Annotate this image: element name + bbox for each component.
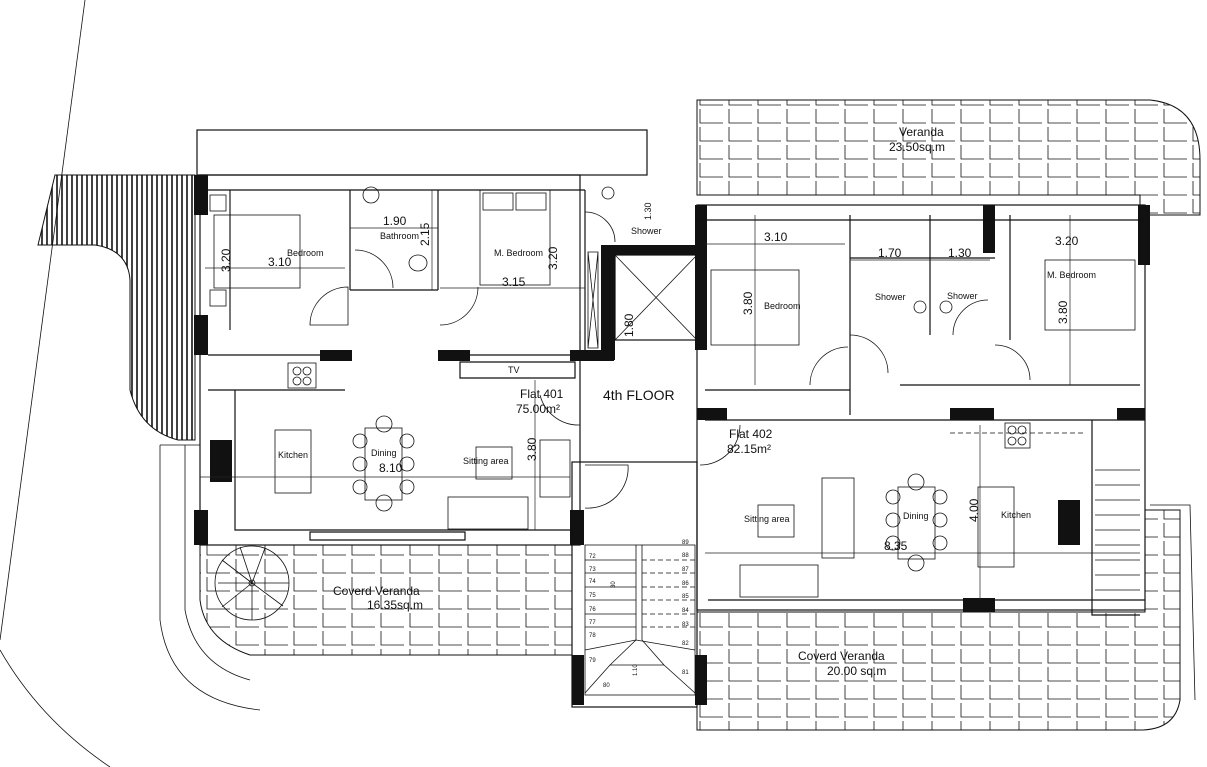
spiral-stair — [214, 545, 290, 621]
labels-flat-402: 3.10 3.80 Bedroom 1.70 1.30 Shower Showe… — [727, 125, 1096, 678]
site-boundary — [0, 0, 111, 767]
veranda-top-label: Veranda — [899, 125, 944, 139]
room-label-sitting-area: Sitting area — [463, 456, 509, 466]
hatched-terrace — [37, 174, 196, 441]
room-label-shower-1: Shower — [875, 292, 906, 302]
floor-title: 4th FLOOR — [603, 387, 675, 403]
stair-tread-dim: 30 — [611, 581, 617, 588]
step-number: 84 — [682, 608, 689, 614]
veranda-label: Coverd Veranda — [333, 584, 420, 598]
flat-401-walls — [194, 129, 701, 546]
veranda-top-area: 23.50sq.m — [889, 140, 945, 154]
step-number: 82 — [682, 641, 689, 647]
dim-master-bedroom-depth: 3.20 — [546, 246, 560, 270]
step-number: 78 — [589, 633, 596, 639]
room-label-bathroom: Bathroom — [380, 231, 419, 241]
dim-living-width: 8.10 — [379, 461, 403, 475]
flat-402-walls — [695, 204, 1150, 616]
dimension-lines — [200, 190, 1140, 600]
flat-402-name: Flat 402 — [729, 427, 773, 441]
room-label-shower-2: Shower — [947, 291, 978, 301]
step-number: 85 — [682, 594, 689, 600]
veranda-area: 16.35sq.m — [367, 598, 423, 612]
dim-master-bedroom-depth: 3.80 — [1056, 300, 1070, 324]
flat-401-area: 75.00m² — [516, 402, 560, 416]
room-label-bedroom: Bedroom — [287, 248, 324, 258]
step-number: 83 — [682, 622, 689, 628]
veranda-label: Coverd Veranda — [798, 649, 885, 663]
room-label-shower: Shower — [631, 226, 662, 236]
room-label-master-bedroom: M. Bedroom — [494, 248, 543, 258]
veranda-right — [696, 504, 1196, 731]
room-label-dining: Dining — [371, 448, 397, 458]
room-label-kitchen: Kitchen — [278, 450, 308, 460]
dim-bedroom-width: 3.10 — [764, 230, 788, 244]
room-label-dining: Dining — [903, 511, 929, 521]
dim-lift-depth: 1.80 — [622, 313, 636, 337]
stair-landing-dim: 1.10 — [633, 664, 639, 676]
tv-label: TV — [508, 365, 520, 375]
veranda-area: 20.00 sq.m — [827, 664, 886, 678]
labels-flat-401: Bedroom 3.10 3.20 1.90 Bathroom 2.15 M. … — [219, 202, 675, 612]
dim-living-width: 8.35 — [884, 539, 908, 553]
step-number: 80 — [603, 683, 610, 689]
dim-living-depth: 4.00 — [967, 498, 981, 522]
step-number: 89 — [682, 540, 689, 546]
room-label-bedroom: Bedroom — [764, 301, 801, 311]
step-number: 76 — [589, 607, 596, 613]
step-number: 87 — [682, 567, 689, 573]
room-label-sitting-area: Sitting area — [744, 514, 790, 524]
step-number: 73 — [589, 567, 596, 573]
dim-master-bedroom-width: 3.20 — [1055, 234, 1079, 248]
dim-master-bedroom-width: 3.15 — [502, 275, 526, 289]
veranda-top — [696, 99, 1201, 216]
stair-core — [571, 461, 707, 708]
dim-living-depth: 3.80 — [525, 437, 539, 461]
dim-bedroom-width: 3.10 — [268, 255, 292, 269]
dim-bathroom-depth: 2.15 — [418, 222, 432, 246]
veranda-left — [159, 444, 573, 711]
dim-shower-2-width: 1.30 — [948, 246, 972, 260]
room-label-kitchen: Kitchen — [1001, 510, 1031, 520]
dim-bedroom-depth: 3.80 — [741, 291, 755, 315]
stair-numbers: 72 73 74 75 76 77 78 79 80 81 82 83 84 8… — [589, 540, 689, 689]
step-number: 88 — [682, 553, 689, 559]
step-number: 75 — [589, 593, 596, 599]
dim-bedroom-depth: 3.20 — [219, 248, 233, 272]
flat-401-name: Flat 401 — [520, 387, 564, 401]
room-label-master-bedroom: M. Bedroom — [1047, 270, 1096, 280]
step-number: 81 — [682, 670, 689, 676]
dim-shower-1-width: 1.70 — [878, 246, 902, 260]
step-number: 86 — [682, 581, 689, 587]
step-number: 72 — [589, 554, 596, 560]
step-number: 77 — [589, 620, 596, 626]
step-number: 74 — [589, 579, 596, 585]
step-number: 79 — [589, 658, 596, 664]
flat-402-area: 82.15m² — [727, 442, 771, 456]
dim-shower-depth: 1.30 — [643, 202, 653, 220]
dim-bathroom-width: 1.90 — [383, 214, 407, 228]
